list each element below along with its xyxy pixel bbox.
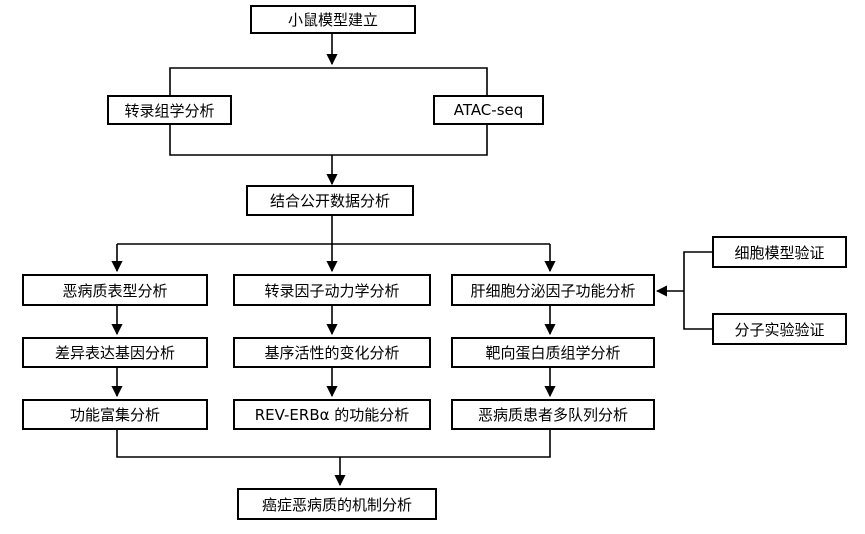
node-atac-seq: ATAC-seq (433, 95, 544, 125)
validation-bracket (683, 251, 712, 330)
node-cohort: 恶病质患者多队列分析 (451, 399, 655, 430)
node-public-data: 结合公开数据分析 (246, 185, 414, 216)
node-transcriptomics: 转录组学分析 (107, 95, 232, 125)
node-molecular-validation: 分子实验验证 (712, 313, 847, 345)
node-phenotype: 恶病质表型分析 (22, 274, 208, 306)
node-cell-validation: 细胞模型验证 (712, 236, 847, 268)
node-motif-activity: 基序活性的变化分析 (233, 337, 431, 368)
node-mechanism: 癌症恶病质的机制分析 (237, 488, 437, 520)
node-rev-erb: REV-ERBα 的功能分析 (233, 399, 431, 430)
node-hepatocyte-factor: 肝细胞分泌因子功能分析 (451, 274, 655, 306)
node-enrichment: 功能富集分析 (22, 399, 208, 430)
node-mouse-model: 小鼠模型建立 (250, 5, 416, 34)
merge-line-mid (169, 124, 488, 156)
split-line-top (169, 67, 488, 96)
node-target-proteomics: 靶向蛋白质组学分析 (451, 337, 655, 368)
node-diff-genes: 差异表达基因分析 (22, 337, 208, 368)
node-tf-dynamics: 转录因子动力学分析 (233, 274, 431, 306)
final-merge-line (116, 430, 551, 458)
